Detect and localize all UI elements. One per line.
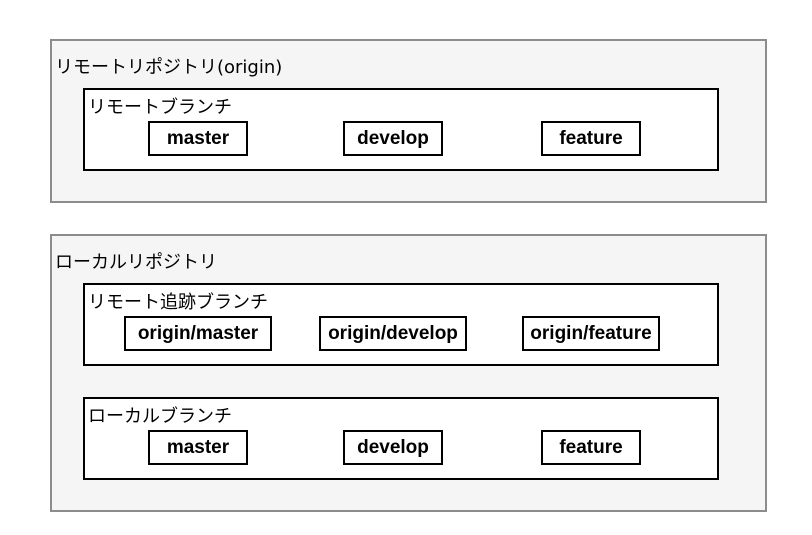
local-branch-master: master [148,430,248,465]
local-branch-develop: develop [343,430,443,465]
remote-branch-feature: feature [541,121,641,156]
local-repository: ローカルリポジトリ リモート追跡ブランチ origin/master origi… [50,234,767,512]
remote-branches-group: リモートブランチ master develop feature [83,88,719,171]
tracking-branches-group: リモート追跡ブランチ origin/master origin/develop … [83,283,719,366]
remote-branch-develop: develop [343,121,443,156]
tracking-branch-origin-feature: origin/feature [522,316,660,351]
remote-repository: リモートリポジトリ(origin) リモートブランチ master develo… [50,39,767,203]
tracking-branch-origin-master: origin/master [124,316,272,351]
local-branches-group: ローカルブランチ master develop feature [83,397,719,480]
remote-branch-master: master [148,121,248,156]
local-repository-label: ローカルリポジトリ [55,252,217,273]
remote-branches-label: リモートブランチ [88,97,232,118]
local-branch-feature: feature [541,430,641,465]
remote-repository-label: リモートリポジトリ(origin) [55,57,283,78]
local-branches-label: ローカルブランチ [88,406,232,427]
tracking-branch-origin-develop: origin/develop [319,316,467,351]
tracking-branches-label: リモート追跡ブランチ [88,292,268,313]
